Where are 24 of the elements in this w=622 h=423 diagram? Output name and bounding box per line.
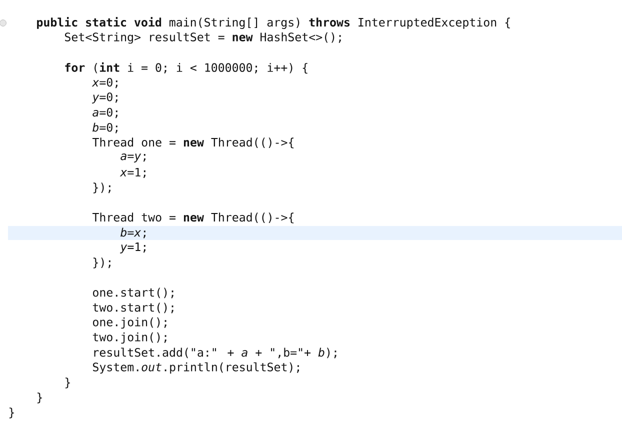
code-line: System.out.println(resultSet);: [93, 362, 299, 374]
code-line: });: [93, 258, 110, 268]
code-line: two.join();: [92, 332, 166, 344]
code-line: a=y;: [120, 154, 146, 162]
code-line: one.start();: [93, 288, 174, 298]
code-line: Thread one = new Thread(()->{: [92, 138, 294, 148]
code-line: b=0;: [92, 122, 118, 134]
code-line: a=0;: [92, 108, 118, 118]
code-line: x=0;: [92, 78, 118, 88]
code-line: x=1;: [120, 168, 146, 178]
code-line: });: [93, 182, 110, 194]
code-line: Thread two = new Thread(()->{: [92, 212, 294, 224]
code-line: Set<String> resultSet = new HashSet<>();: [65, 32, 341, 44]
code-line: }: [9, 408, 14, 418]
code-line: one.join();: [93, 317, 166, 329]
code-line: }: [65, 378, 70, 388]
code-line: y=1;: [120, 242, 146, 254]
code-line: resultSet.add("a:" + a + ",b="+ b);: [94, 348, 336, 358]
code-line: two.start();: [92, 302, 174, 314]
code-line: b=x;: [120, 228, 146, 238]
code-line: for (int i = 0; i < 1000000; i++) {: [65, 62, 308, 74]
code-line: public static void main(String[] args) throws InterruptedException {: [37, 17, 510, 29]
code-line: y=0;: [92, 92, 118, 104]
code-line: }: [37, 392, 42, 404]
